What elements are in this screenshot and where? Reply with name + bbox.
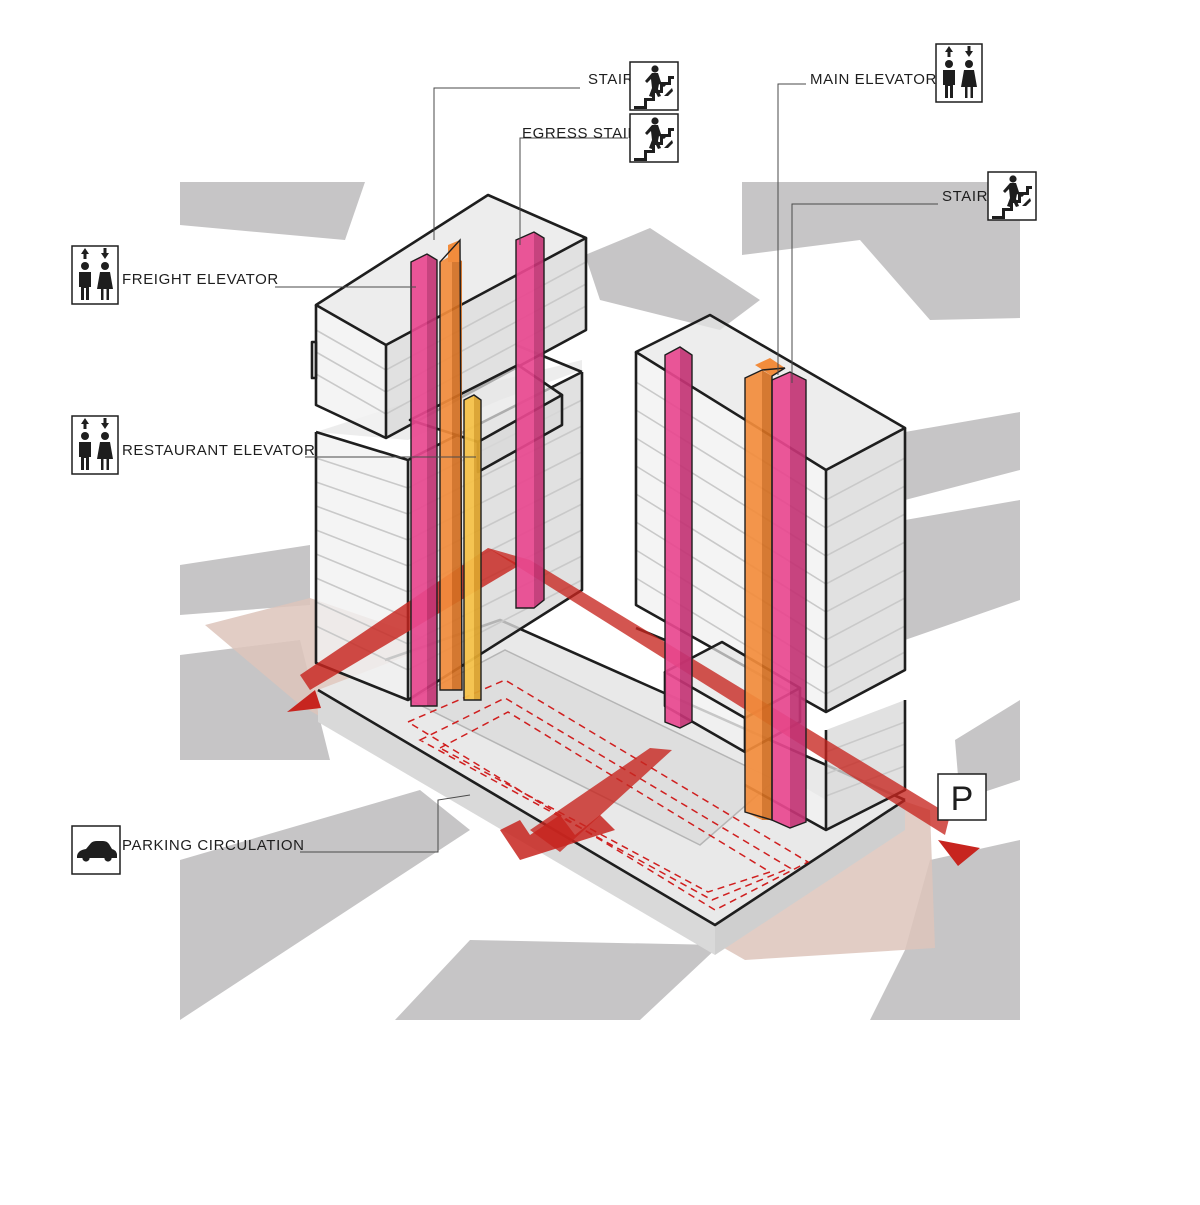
road-bottom-left (180, 790, 470, 1020)
site-context-map (180, 182, 1020, 1020)
core-right-stair-b (772, 372, 806, 828)
circulation-steps (500, 815, 615, 860)
road-diagonal (585, 228, 760, 330)
label-freight-elevator: FREIGHT ELEVATOR (71, 245, 279, 305)
label-parking-circulation: PARKING CIRCULATION (71, 825, 305, 875)
stair-icon (629, 61, 679, 111)
freight-elevator-label: FREIGHT ELEVATOR (122, 271, 279, 288)
circulation-band-main (488, 548, 950, 835)
label-stair-right: STAIR (942, 171, 1037, 221)
vertical-cores (410, 231, 807, 829)
car-icon (71, 825, 121, 875)
road-top-right (742, 182, 1020, 320)
restaurant-elevator-label: RESTAURANT ELEVATOR (122, 442, 315, 459)
parking-sign-box (937, 773, 987, 821)
restaurant-elevator-icon (71, 415, 119, 475)
podium-right (715, 800, 905, 955)
core-main-elevator (745, 358, 785, 820)
core-egress-stair (516, 232, 544, 608)
core-restaurant-elevator (464, 395, 481, 700)
road-right-lower (905, 500, 1020, 640)
label-main-elevator: MAIN ELEVATOR (810, 43, 983, 103)
core-freight-elevator (440, 240, 462, 690)
parking-circulation-label: PARKING CIRCULATION (122, 837, 305, 854)
road-bottom-mid (395, 940, 720, 1020)
freight-elevator-icon (71, 245, 119, 305)
road-left-band (180, 545, 310, 615)
egress-stair-label: EGRESS STAIR (522, 125, 639, 142)
road-top-left (180, 182, 365, 240)
arrow-head-right (938, 840, 980, 866)
stair-right-icon (987, 171, 1037, 221)
label-egress-stair: EGRESS STAIR (522, 113, 679, 163)
arrow-head-left (287, 690, 321, 712)
label-stair-top: STAIR (588, 61, 679, 111)
road-right-block (905, 412, 1020, 500)
leader-lines (275, 83, 938, 853)
main-elevator-label: MAIN ELEVATOR (810, 71, 937, 88)
core-freight-stair (411, 254, 437, 706)
label-restaurant-elevator: RESTAURANT ELEVATOR (71, 415, 315, 475)
stair-top-label: STAIR (588, 71, 634, 88)
parking-sign: P (937, 773, 987, 821)
core-right-stair-a (665, 347, 692, 728)
egress-stair-icon (629, 113, 679, 163)
parking-loop-dashes (406, 679, 810, 911)
road-bottom-right (870, 840, 1020, 1020)
parking-sign-letter: P (951, 780, 974, 818)
stair-right-label: STAIR (942, 188, 988, 205)
main-elevator-icon (935, 43, 983, 103)
